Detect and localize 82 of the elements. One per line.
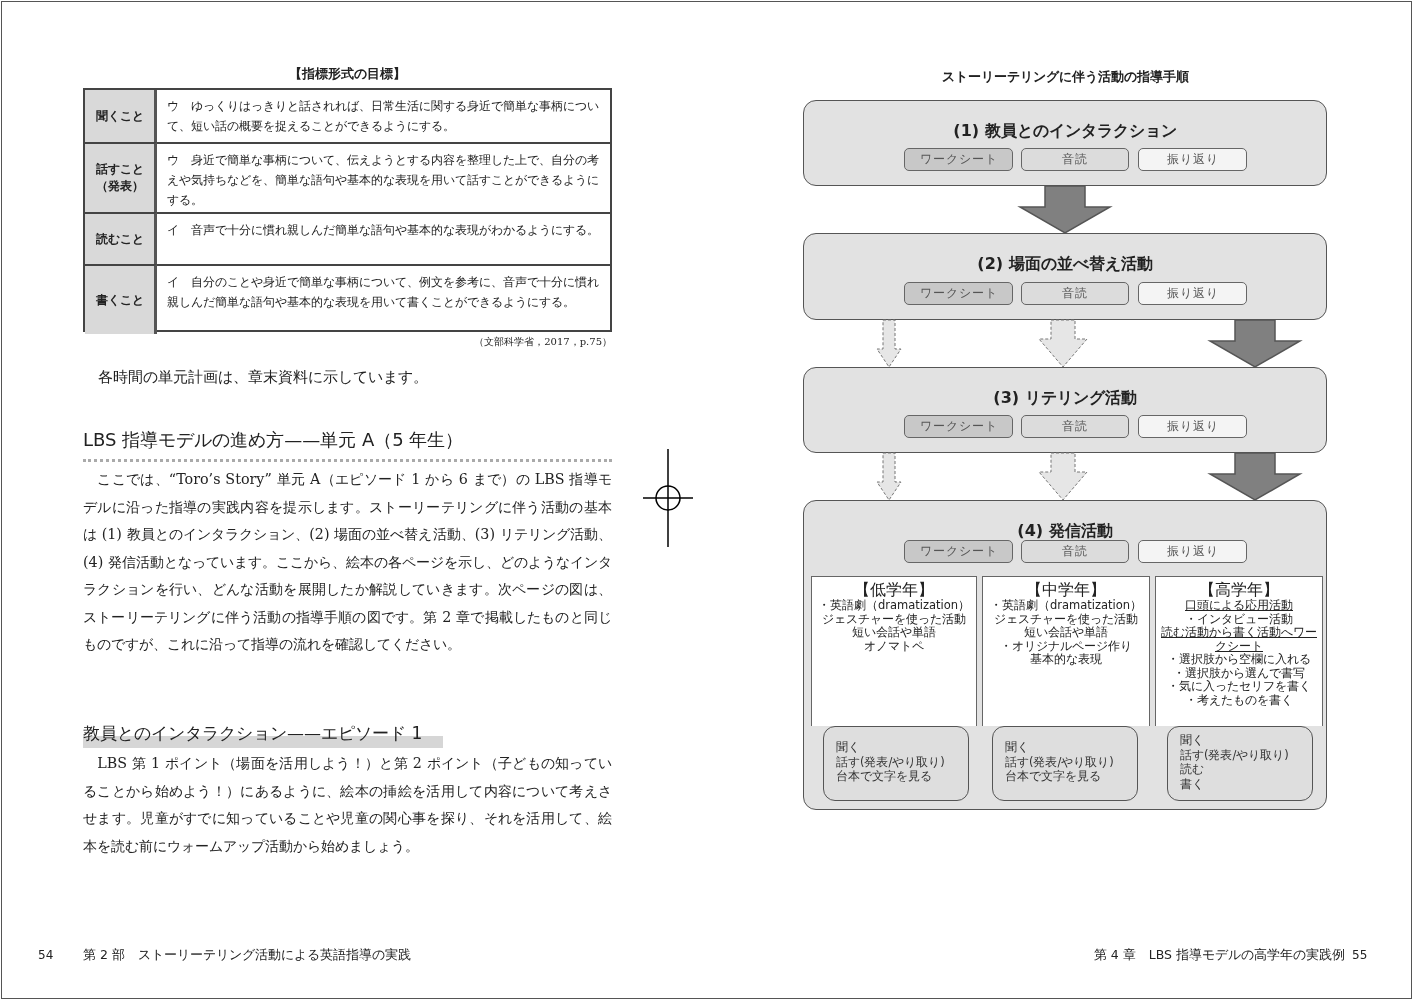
stage-title: (3) リテリング活動 (992, 388, 1138, 409)
skill-item: 話す(発表/やり取り) (1180, 747, 1290, 762)
stage-box (803, 100, 1327, 186)
grade-heading: 【中学年】 (1025, 580, 1107, 599)
dashed-block-arrow (876, 452, 902, 501)
activity-tag: ワークシート (904, 282, 1013, 305)
skills-box (1167, 726, 1313, 801)
skill-item: 書く (1180, 776, 1205, 791)
activity-item: 口頭による応用活動 (1184, 599, 1294, 613)
row-header-cell: 聞くこと (85, 90, 157, 142)
activity-item: ・英語劇（dramatization） (816, 599, 972, 613)
stage-box (803, 367, 1327, 453)
body-paragraph: 各時間の単元計画は、章末資料に示しています。 (96, 368, 429, 387)
table-cell: イ 自分のことや身近で簡単な事柄について、例文を参考に、音声で十分に慣れ親しんだ簡単な語句や基本的な表現を用いて書くことができるようにする。 (157, 264, 610, 334)
row-header-cell: 書くこと (85, 264, 157, 334)
activity-tag: 振り返り (1138, 540, 1247, 563)
page-number: 54 (38, 948, 55, 964)
activity-item: オノマトペ (863, 639, 925, 653)
stage-title: (4) 発信活動 (1016, 521, 1114, 542)
stage-box (803, 500, 1327, 810)
source-note: （文部科学省，2017，p.75） (473, 335, 612, 349)
diagram-title: ストーリーテリングに伴う活動の指導手順 (940, 68, 1190, 86)
skill-item: 話す(発表/やり取り) (836, 754, 946, 769)
stage-box (803, 233, 1327, 320)
section-heading: LBS 指導モデルの進め方——単元 A（5 年生） (83, 428, 465, 452)
page-number: 55 (1352, 948, 1369, 964)
activity-tag: 音読 (1021, 540, 1129, 563)
grade-heading: 【高学年】 (1198, 580, 1280, 599)
block-arrow (1207, 452, 1303, 501)
table-cell: イ 音声で十分に慣れ親しんだ簡単な語句や基本的な表現がわかるようにする。 (157, 212, 610, 264)
activity-item: 基本的な表現 (1029, 653, 1103, 667)
running-footer: 第 4 章 LBS 指導モデルの高学年の実践例 (1000, 947, 1345, 965)
table-cell: ウ 身近で簡単な事柄について、伝えようとする内容を整理した上で、自分の考えや気持ちなどを、簡単な語句や基本的な表現を用いて話すことができるようにする。 (157, 142, 610, 212)
activity-item: ジェスチャーを使った活動 (821, 612, 967, 626)
stage-title: (2) 場面の並べ替え活動 (976, 254, 1154, 275)
dashed-block-arrow (876, 319, 902, 368)
section-heading: 教員とのインタラクション——エピソード 1 (83, 722, 443, 748)
activity-item: ・気に入ったセリフを書く (1166, 680, 1312, 694)
running-footer: 第 2 部 ストーリーテリング活動による英語指導の実践 (83, 947, 483, 965)
activity-tag: ワークシート (904, 415, 1013, 438)
skills-box (823, 726, 969, 801)
activity-item: 読む活動から書く活動へワークシート (1160, 626, 1318, 653)
grade-panel (982, 576, 1150, 726)
activity-tag: 音読 (1021, 282, 1129, 305)
skill-item: 台本で文字を見る (1005, 769, 1102, 784)
activity-tag: 振り返り (1138, 148, 1247, 171)
activity-item: ・英語劇（dramatization） (988, 599, 1144, 613)
activity-tag: ワークシート (904, 540, 1013, 563)
skill-item: 話す(発表/やり取り) (1005, 754, 1115, 769)
body-paragraph: ここでは、“Toro’s Story” 単元 A（エピソード 1 から 6 まで）の LBS 指導モデルに沿った指導の実践内容を提示します。ストーリーテリングに伴う活動の基本は (1) 教員とのインタラクション、(2) 場面の並べ替え活動、(3) リテリング活動、(4) 発信活動となっています。ここから、絵本の各ページを示し、どのようなインタラクションを行い、どんな活動を展開したか解説していきます。次ページの図は、ストーリーテリングに伴う活動の指導手順の図です。第 2 章で掲載したものと同じものですが、これに沿って指導の流れを確認してください。 (83, 470, 612, 654)
grade-heading: 【低学年】 (853, 580, 935, 599)
activity-item: ・考えたものを書く (1184, 693, 1294, 707)
body-paragraph: LBS 第 1 ポイント（場面を活用しよう！）と第 2 ポイント（子どもの知っていることから始めよう！）にあるように、絵本の挿絵を活用して内容について考えさせます。児童がすでに知っていることや児童の関心事を探り、それを活用して、絵本を読む前にウォームアップ活動から始めましょう。 (83, 754, 612, 856)
stage-title: (1) 教員とのインタラクション (952, 121, 1178, 142)
dashed-block-arrow (1038, 319, 1088, 368)
activity-item: ・オリジナルページ作り (999, 639, 1133, 653)
row-header-cell: 話すこと（発表） (85, 142, 157, 212)
activity-item: ジェスチャーを使った活動 (993, 612, 1139, 626)
activity-item: 短い会話や単語 (1023, 626, 1108, 640)
skill-item: 聞く (1180, 733, 1205, 748)
activity-tag: 音読 (1021, 415, 1129, 438)
row-header-cell: 読むこと (85, 212, 157, 264)
activity-item: ・インタビュー活動 (1184, 612, 1294, 626)
grade-panel (811, 576, 977, 726)
dashed-block-arrow (1038, 452, 1088, 501)
skill-item: 聞く (836, 740, 861, 755)
activity-item: 短い会話や単語 (851, 626, 937, 640)
grade-panel (1155, 576, 1323, 726)
block-arrow (1207, 319, 1303, 368)
skill-item: 読む (1180, 762, 1205, 777)
block-arrow (1017, 185, 1113, 234)
table-caption: 【指標形式の目標】 (288, 66, 407, 83)
activity-tag: 音読 (1021, 148, 1129, 171)
skill-item: 台本で文字を見る (836, 769, 933, 784)
activity-item: ・選択肢から選んで書写 (1172, 666, 1306, 680)
activity-tag: 振り返り (1138, 415, 1247, 438)
activity-tag: 振り返り (1138, 282, 1247, 305)
skills-box (992, 726, 1138, 801)
skill-item: 聞く (1005, 740, 1030, 755)
activity-tag: ワークシート (904, 148, 1013, 171)
table-cell-text: ウ ゆっくりはっきりと話されれば、日常生活に関する身近で簡単な事柄について、短い話の概要を捉えることができるようにする。 (166, 98, 600, 135)
activity-item: ・選択肢から空欄に入れる (1166, 653, 1312, 667)
